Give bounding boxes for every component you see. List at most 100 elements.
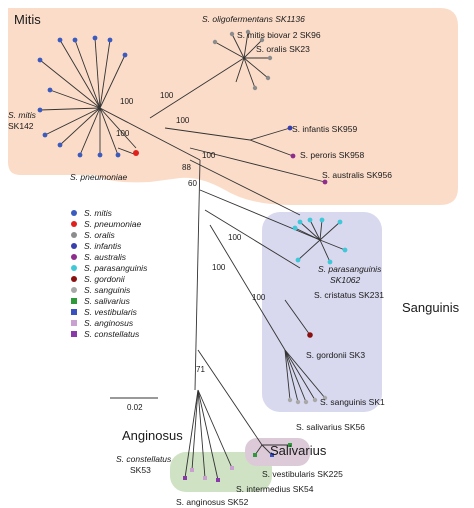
bootstrap-value: 100 [202, 151, 216, 160]
legend-marker [71, 265, 77, 271]
strain-label: S. peroris SK958 [300, 150, 365, 160]
group-name-mitis: Mitis [14, 12, 41, 27]
strain-label: S. intermedius SK54 [236, 484, 314, 494]
australis-leaf [322, 179, 328, 185]
oralis-leaf [265, 75, 271, 81]
mitis-leaf [37, 107, 43, 113]
mitis-leaf [47, 87, 53, 93]
strain-label: S. vestibularis SK225 [262, 469, 343, 479]
salivarius-leaf [288, 443, 292, 447]
parasanguinis-leaf [292, 225, 298, 231]
parasanguinis-leaf [342, 247, 348, 253]
strain-label: S. gordonii SK3 [306, 350, 365, 360]
oralis-leaf [212, 39, 218, 45]
sanguinis-leaf [312, 397, 318, 403]
strain-label: S. australis SK956 [322, 170, 392, 180]
anginosus-leaf [203, 476, 207, 480]
legend-marker [71, 254, 77, 260]
sanguinis-leaf [303, 399, 309, 405]
mitis-leaf [72, 37, 78, 43]
anginosus-leaf [190, 468, 194, 472]
salivarius-group-background [245, 438, 310, 466]
mitis-leaf [107, 37, 113, 43]
anginosus-leaf [230, 466, 234, 470]
parasanguinis-leaf [297, 219, 303, 225]
legend-label: S. infantis [84, 241, 122, 251]
legend-marker [71, 210, 77, 216]
parasanguinis-leaf [295, 257, 301, 263]
legend-label: S. mitis [84, 208, 113, 218]
legend-label: S. sanguinis [84, 285, 131, 295]
legend-marker [71, 276, 77, 282]
gordonii-leaf [307, 332, 313, 338]
legend-label: S. constellatus [84, 329, 140, 339]
legend-label: S. vestibularis [84, 307, 138, 317]
strain-label: S. cristatus SK231 [314, 290, 384, 300]
group-name-sanguinis: Sanguinis [402, 300, 460, 315]
strain-label: S. constellatus [116, 454, 172, 464]
bootstrap-value: 100 [212, 263, 226, 272]
mitis-leaf [122, 52, 128, 58]
mitis-leaf [92, 35, 98, 41]
bootstrap-value: 100 [252, 293, 266, 302]
strain-label: SK142 [8, 121, 34, 131]
sanguinis-leaf [322, 395, 328, 401]
oralis-leaf [267, 55, 273, 61]
strain-label: S. salivarius SK56 [296, 422, 365, 432]
constellatus-leaf [183, 476, 187, 480]
mitis-leaf [57, 37, 63, 43]
bootstrap-value: 60 [188, 179, 197, 188]
strain-label: SK53 [130, 465, 151, 475]
legend-marker [71, 221, 77, 227]
strain-label: S. sanguinis SK1 [320, 397, 385, 407]
strain-label: S. infantis SK959 [292, 124, 357, 134]
legend-marker [71, 243, 77, 249]
legend-label: S. anginosus [84, 318, 134, 328]
legend-label: S. pneumoniae [84, 219, 141, 229]
strain-label: S. mitis biovar 2 SK96 [237, 30, 321, 40]
group-name-anginosus: Anginosus [122, 428, 183, 443]
australis-leaf [290, 153, 296, 159]
strain-labels: S. mitis SK142 S. pneumoniae S. oligofer… [8, 14, 392, 507]
oralis-leaf [245, 29, 251, 35]
legend-marker [71, 309, 77, 315]
bootstrap-value: 100 [228, 233, 242, 242]
oralis-leaf [252, 85, 258, 91]
anginosus-group-background [170, 452, 272, 492]
oralis-leaf [229, 31, 235, 37]
vestibularis-leaf [270, 453, 274, 457]
mitis-leaf [97, 152, 103, 158]
infantis-leaf [287, 125, 293, 131]
legend-label: S. oralis [84, 230, 115, 240]
bootstrap-value: 100 [116, 129, 130, 138]
legend-label: S. parasanguinis [84, 263, 148, 273]
oralis-leaf [259, 37, 265, 43]
strain-label: S. pneumoniae [70, 172, 127, 182]
legend-label: S. salivarius [84, 296, 131, 306]
sanguinis-group-background [262, 212, 382, 412]
bootstrap-value: 100 [160, 91, 174, 100]
parasanguinis-leaf [307, 217, 313, 223]
mitis-leaf [77, 152, 83, 158]
strain-label: S. parasanguinis [318, 264, 382, 274]
parasanguinis-leaf [327, 259, 333, 265]
leaf-markers [37, 29, 348, 482]
salivarius-leaf [253, 453, 257, 457]
group-name-salivarius: Salivarius [270, 443, 327, 458]
bootstrap-value: 100 [176, 116, 190, 125]
legend-marker [71, 298, 77, 304]
tree-branches [39, 31, 346, 481]
mitis-leaf [42, 132, 48, 138]
mitis-leaf [57, 142, 63, 148]
strain-label: S. oralis SK23 [256, 44, 310, 54]
mitis-leaf [37, 57, 43, 63]
legend-marker [71, 320, 77, 326]
legend-label: S. australis [84, 252, 127, 262]
constellatus-leaf [216, 478, 220, 482]
strain-label: S. oligofermentans SK1136 [202, 14, 305, 24]
strain-label: SK1062 [330, 275, 361, 285]
legend-marker [71, 331, 77, 337]
legend-marker [71, 232, 77, 238]
